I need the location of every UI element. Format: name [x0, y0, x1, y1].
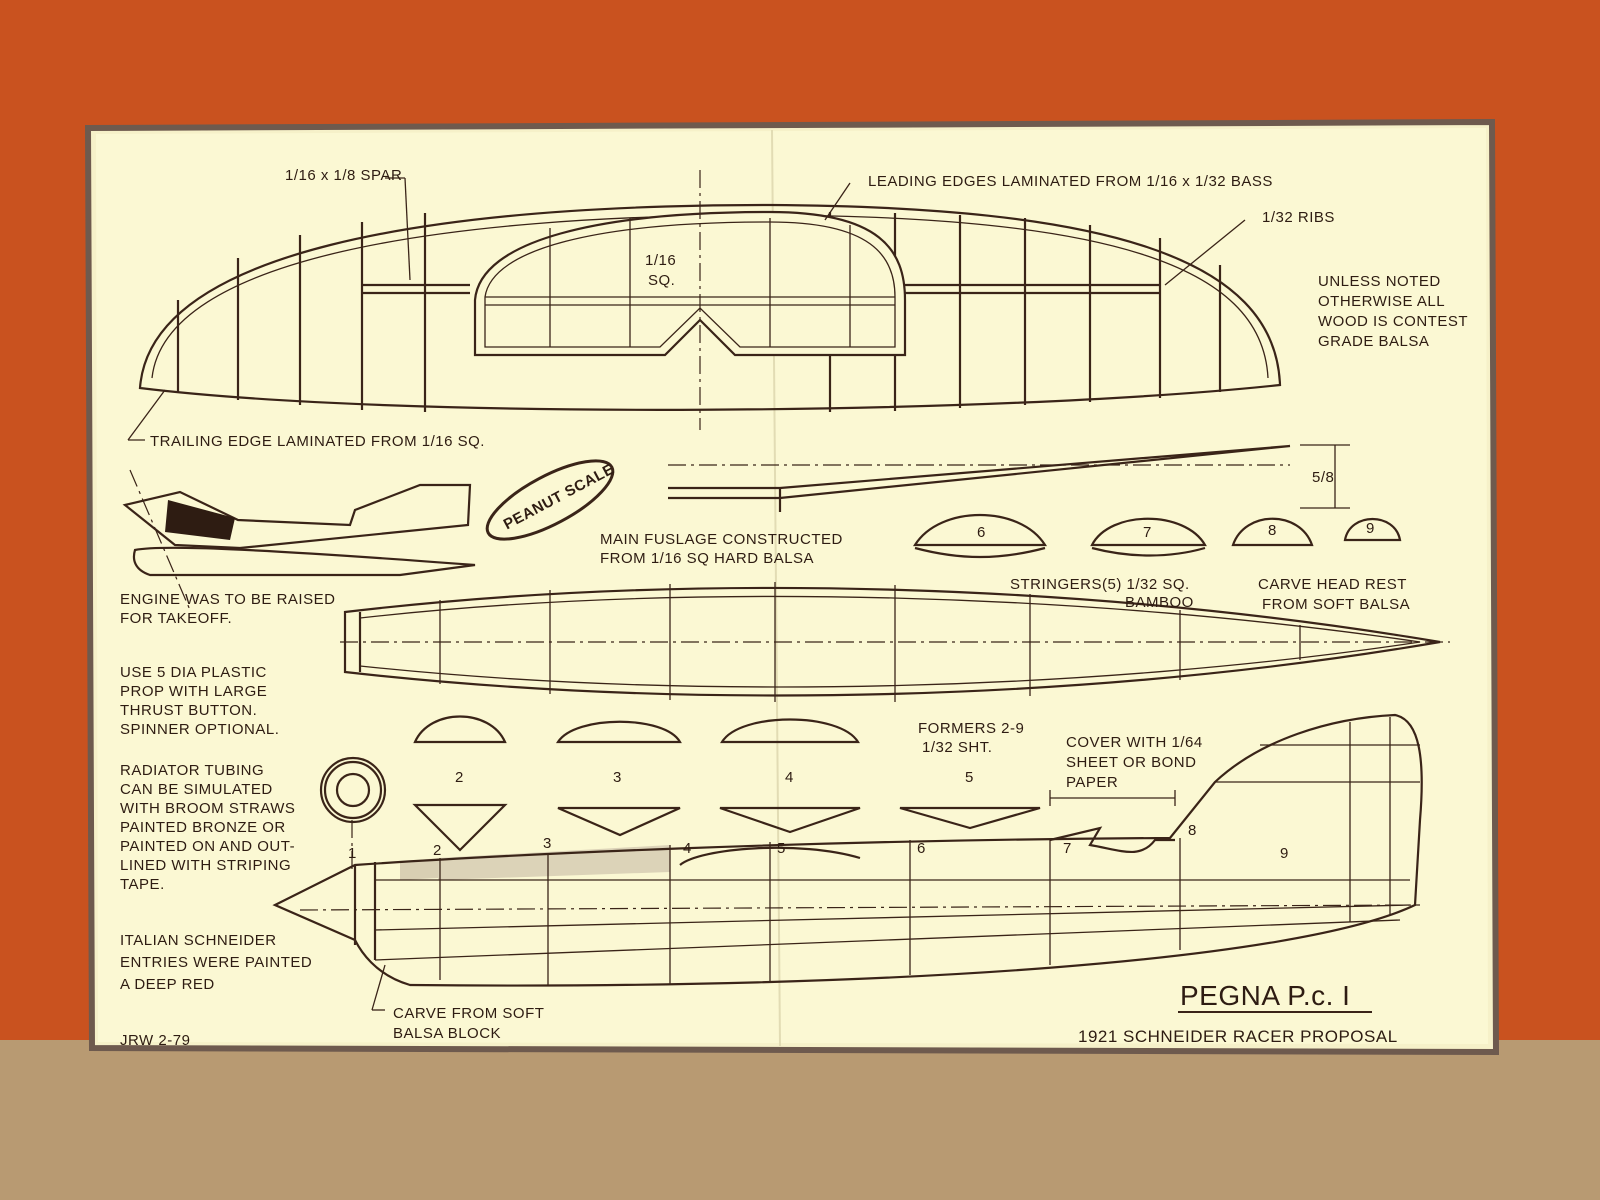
svg-text:5: 5 [777, 840, 786, 857]
svg-text:FORMERS 2-9: FORMERS 2-9 [918, 720, 1024, 737]
svg-text:PROP WITH LARGE: PROP WITH LARGE [120, 683, 267, 700]
svg-text:1: 1 [348, 845, 357, 862]
svg-text:SPINNER OPTIONAL.: SPINNER OPTIONAL. [120, 721, 279, 738]
svg-text:CARVE HEAD REST: CARVE HEAD REST [1258, 576, 1407, 593]
svg-text:ENTRIES WERE PAINTED: ENTRIES WERE PAINTED [120, 954, 312, 971]
svg-text:PAINTED ON AND OUT-: PAINTED ON AND OUT- [120, 838, 295, 855]
svg-text:RADIATOR TUBING: RADIATOR TUBING [120, 762, 264, 779]
engine-note: ENGINE WAS TO BE RAISED FOR TAKEOFF. [120, 591, 335, 627]
sq-label-bottom: SQ. [648, 272, 675, 289]
svg-text:8: 8 [1188, 822, 1197, 839]
cork-floor [0, 1040, 1600, 1200]
svg-text:1/32 SHT.: 1/32 SHT. [922, 739, 992, 756]
stringers-note: STRINGERS(5) 1/32 SQ.BAMBOO [1010, 576, 1194, 611]
spar-label: 1/16 x 1/8 SPAR [285, 167, 402, 184]
italian-note: ITALIAN SCHNEIDER ENTRIES WERE PAINTED A … [120, 932, 312, 993]
side-former-4: 4 [785, 769, 794, 786]
main-fuselage-note: MAIN FUSLAGE CONSTRUCTED FROM 1/16 SQ HAR… [600, 531, 843, 567]
svg-text:ITALIAN SCHNEIDER: ITALIAN SCHNEIDER [120, 932, 277, 949]
svg-text:TAPE.: TAPE. [120, 876, 165, 893]
fuselage-top-view [340, 582, 1450, 702]
svg-text:BALSA BLOCK: BALSA BLOCK [393, 1025, 501, 1042]
former-label-9: 9 [1366, 520, 1375, 537]
svg-text:SHEET OR BOND: SHEET OR BOND [1066, 754, 1196, 771]
svg-text:FROM SOFT BALSA: FROM SOFT BALSA [1262, 596, 1410, 613]
dihedral-view [668, 444, 1350, 512]
head-rest-note: CARVE HEAD REST FROM SOFT BALSA [1258, 576, 1410, 613]
side-former-5: 5 [965, 769, 974, 786]
takeoff-side-view [122, 469, 476, 611]
prop-note: USE 5 DIA PLASTIC PROP WITH LARGE THRUST … [120, 664, 279, 738]
svg-text:FROM 1/16 SQ HARD BALSA: FROM 1/16 SQ HARD BALSA [600, 550, 814, 567]
svg-text:GRADE BALSA: GRADE BALSA [1318, 333, 1429, 350]
wood-note: UNLESS NOTED OTHERWISE ALL WOOD IS CONTES… [1318, 273, 1468, 350]
wing-plan [127, 170, 1282, 441]
svg-text:MAIN FUSLAGE CONSTRUCTED: MAIN FUSLAGE CONSTRUCTED [600, 531, 843, 548]
svg-text:7: 7 [1063, 840, 1072, 857]
svg-text:USE 5 DIA PLASTIC: USE 5 DIA PLASTIC [120, 664, 267, 681]
svg-text:CAN BE SIMULATED: CAN BE SIMULATED [120, 781, 273, 798]
radiator-note: RADIATOR TUBING CAN BE SIMULATED WITH BRO… [120, 762, 295, 893]
formers-note: FORMERS 2-9 1/32 SHT. [918, 720, 1024, 756]
carve-block-note: CARVE FROM SOFT BALSA BLOCK [393, 1005, 544, 1042]
station-numbers: 1 2 3 4 5 6 7 8 9 [348, 822, 1289, 862]
svg-text:6: 6 [917, 840, 926, 857]
svg-text:WITH BROOM STRAWS: WITH BROOM STRAWS [120, 800, 295, 817]
svg-text:9: 9 [1280, 845, 1289, 862]
svg-text:LINED WITH STRIPING: LINED WITH STRIPING [120, 857, 291, 874]
svg-text:CARVE FROM SOFT: CARVE FROM SOFT [393, 1005, 544, 1022]
plan-subtitle: 1921 SCHNEIDER RACER PROPOSAL [1078, 1027, 1398, 1046]
svg-text:ENGINE WAS TO BE RAISED: ENGINE WAS TO BE RAISED [120, 591, 335, 608]
svg-text:PAPER: PAPER [1066, 774, 1118, 791]
side-formers [319, 715, 1041, 852]
svg-text:UNLESS NOTED: UNLESS NOTED [1318, 273, 1441, 290]
fuselage-side-view [272, 713, 1423, 1011]
svg-text:COVER WITH 1/64: COVER WITH 1/64 [1066, 734, 1203, 751]
former-label-8: 8 [1268, 522, 1277, 539]
former-label-7: 7 [1143, 524, 1152, 541]
dihedral-label: 5/8 [1312, 469, 1334, 486]
svg-text:BAMBOO: BAMBOO [1125, 594, 1194, 611]
paper-inner [96, 128, 1488, 1044]
svg-text:PAINTED BRONZE OR: PAINTED BRONZE OR [120, 819, 286, 836]
svg-text:STRINGERS(5) 1/32 SQ.: STRINGERS(5) 1/32 SQ. [1010, 576, 1190, 593]
trailing-edge-label: TRAILING EDGE LAMINATED FROM 1/16 SQ. [150, 433, 485, 450]
sq-label-top: 1/16 [645, 252, 676, 269]
svg-text:FOR TAKEOFF.: FOR TAKEOFF. [120, 610, 232, 627]
svg-text:OTHERWISE ALL: OTHERWISE ALL [1318, 293, 1445, 310]
svg-text:THRUST BUTTON.: THRUST BUTTON. [120, 702, 257, 719]
plan-title: PEGNA P.c. I [1180, 980, 1350, 1011]
svg-text:4: 4 [683, 840, 692, 857]
svg-text:2: 2 [433, 842, 442, 859]
former-label-6: 6 [977, 524, 986, 541]
svg-text:A DEEP RED: A DEEP RED [120, 976, 215, 993]
svg-text:3: 3 [543, 835, 552, 852]
ribs-label: 1/32 RIBS [1262, 209, 1335, 226]
svg-text:WOOD IS CONTEST: WOOD IS CONTEST [1318, 313, 1468, 330]
head-rest-formers [913, 513, 1402, 559]
side-former-2: 2 [455, 769, 464, 786]
side-former-3: 3 [613, 769, 622, 786]
author-date: JRW 2-79 [120, 1032, 190, 1049]
leading-edges-label: LEADING EDGES LAMINATED FROM 1/16 x 1/32… [868, 173, 1273, 190]
